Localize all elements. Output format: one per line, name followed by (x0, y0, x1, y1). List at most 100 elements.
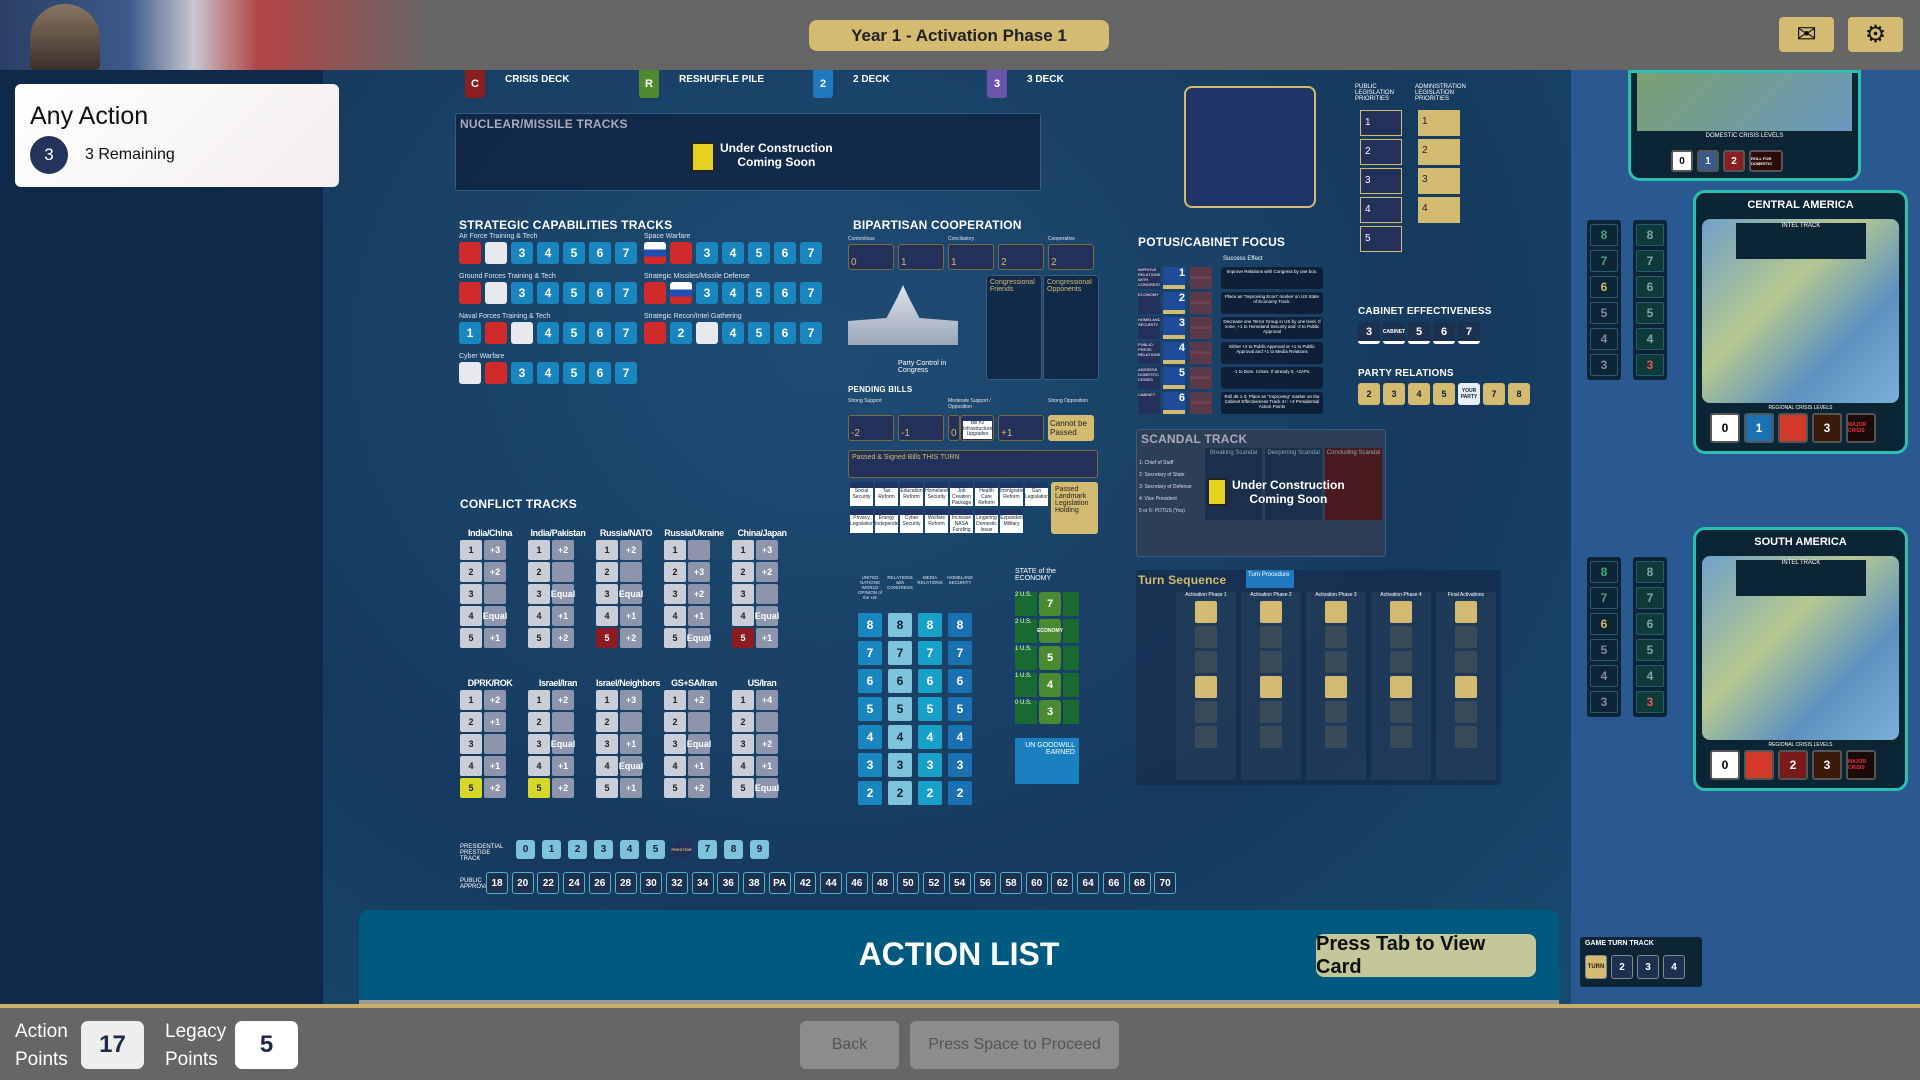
deck-badge: R (639, 70, 659, 98)
china-marker (644, 322, 666, 344)
cabinet-box: 5 (1408, 322, 1430, 344)
phase-chit (1390, 651, 1412, 673)
bill-card: Social Security (850, 482, 873, 506)
status-box: 3 (664, 734, 686, 754)
scandal-target: 5 or 6: POTUS (You) (1139, 508, 1185, 514)
public-priority-slot: 1 (1360, 110, 1402, 136)
potus-chit: 2 (1163, 292, 1185, 314)
bill-card: Gun Legislation (1025, 482, 1048, 506)
phase-column: Activation Phase 4 (1371, 592, 1431, 780)
track-cell: 7 (800, 322, 822, 344)
economy-effect (1063, 619, 1079, 643)
approval-box: 36 (717, 872, 740, 894)
success-effect: Decrease one Terror Group in US by one l… (1221, 317, 1323, 339)
bipartisan-box: 2 (998, 244, 1044, 270)
conflict-row: 3 (732, 584, 792, 604)
track-cell: 6 (589, 362, 611, 384)
track-cell: 4 (537, 322, 559, 344)
phase-column: Activation Phase 3 (1306, 592, 1366, 780)
conflict-row: 5+2 (528, 628, 588, 648)
phase-chit (1455, 626, 1477, 648)
envelope-icon: ✉ (1796, 21, 1817, 48)
party-control-label: Party Control in Congress (898, 360, 947, 374)
relative-strength: +3 (620, 690, 642, 710)
relative-strength: Equal (755, 778, 779, 798)
relations-header: RELATIONS with CONGRESS (887, 575, 913, 590)
crisis-level: CRISIS (1778, 413, 1808, 443)
track-cell: 6 (589, 282, 611, 304)
focus-label: IMPROVE RELATIONS WITH CONGRESS (1138, 267, 1160, 289)
relative-strength: +4 (756, 690, 778, 710)
relations-box: 7 (948, 641, 972, 665)
bipartisan-header: Cooperative (1048, 236, 1075, 242)
conflict-row: 3+2 (664, 584, 724, 604)
turn-procedure: Turn Procedure (1246, 570, 1294, 588)
turn-sequence: Turn Sequence Turn Procedure Activation … (1136, 570, 1501, 785)
conflict-row: 4+1 (460, 756, 520, 776)
scandal-target: 3: Secretary of Defense (1139, 484, 1192, 490)
proceed-button[interactable]: Press Space to Proceed (910, 1021, 1119, 1069)
pending-label: Moderate Support / Opposition (948, 398, 991, 410)
stability-box: 3 (1636, 354, 1664, 376)
relations-box: 4 (858, 725, 882, 749)
conflict-row: 1+2 (664, 690, 724, 710)
relations-box: 8 (948, 613, 972, 637)
action-count-badge: 3 (30, 136, 68, 174)
status-box: 1 (596, 690, 618, 710)
prestige-box: 2 (568, 840, 587, 859)
status-box: 4 (664, 756, 686, 776)
track-cell: 3 (511, 282, 533, 304)
success-effect-label: Success Effect (1223, 256, 1263, 262)
strategic-title: STRATEGIC CAPABILITIES TRACKS (459, 218, 673, 232)
settings-button[interactable]: ⚙ (1848, 17, 1903, 52)
public-priorities-title: PUBLIC LEGISLATION PRIORITIES (1355, 84, 1394, 102)
admin-priorities-title: ADMINISTRATION LEGISLATION PRIORITIES (1415, 84, 1466, 102)
bill-card: Cyber Security (900, 509, 923, 533)
scandal-target: 1: Chief of Staff (1139, 460, 1174, 466)
notice-line-1: Under Construction (1232, 478, 1345, 492)
mail-button[interactable]: ✉ (1779, 17, 1834, 52)
conflict-row: 3+1 (596, 734, 656, 754)
alignment-box: 5 (1590, 639, 1618, 661)
conflict-row: 5+2 (528, 778, 588, 798)
potus-title: POTUS/CABINET FOCUS (1138, 235, 1286, 249)
phase-name: Activation Phase 2 (1250, 592, 1292, 598)
relative-strength (620, 712, 642, 732)
scandal-target: 2: Secretary of State (1139, 472, 1185, 478)
status-box: 3 (664, 584, 686, 604)
relations-box: 6 (888, 669, 912, 693)
china-marker (459, 242, 481, 264)
pending-title: PENDING BILLS (848, 385, 913, 394)
relative-strength (484, 734, 506, 754)
phase-chit (1325, 726, 1347, 748)
status-box: 4 (460, 606, 482, 626)
phase-column: Final Activations (1436, 592, 1496, 780)
cabinet-title: CABINET EFFECTIVENESS (1358, 306, 1492, 317)
relations-box: 5 (888, 697, 912, 721)
status-box: 5 (596, 628, 618, 648)
relations-box: 2 (918, 781, 942, 805)
cabinet-box: 6 (1433, 322, 1455, 344)
track-cell: 4 (537, 362, 559, 384)
friends-label: Congressional Friends (990, 279, 1035, 293)
divider (0, 1004, 1920, 1008)
view-card-button[interactable]: Press Tab to View Card (1316, 933, 1536, 978)
bill-card: Health Care Reform (975, 482, 998, 506)
back-button[interactable]: Back (800, 1021, 899, 1069)
relative-strength: +2 (688, 778, 710, 798)
tension-box: TENSIONS (1190, 317, 1212, 339)
status-box: 5 (664, 628, 686, 648)
prestige-box: 8 (724, 840, 743, 859)
relative-strength: Equal (755, 606, 779, 626)
opponents-label: Congressional Opponents (1047, 279, 1092, 293)
conflict-row: 4+1 (596, 606, 656, 626)
conflict-name: China/Japan (737, 528, 787, 538)
track-cell: 5 (563, 322, 585, 344)
bill-card: Tax Reform (875, 482, 898, 506)
relations-box: 2 (948, 781, 972, 805)
